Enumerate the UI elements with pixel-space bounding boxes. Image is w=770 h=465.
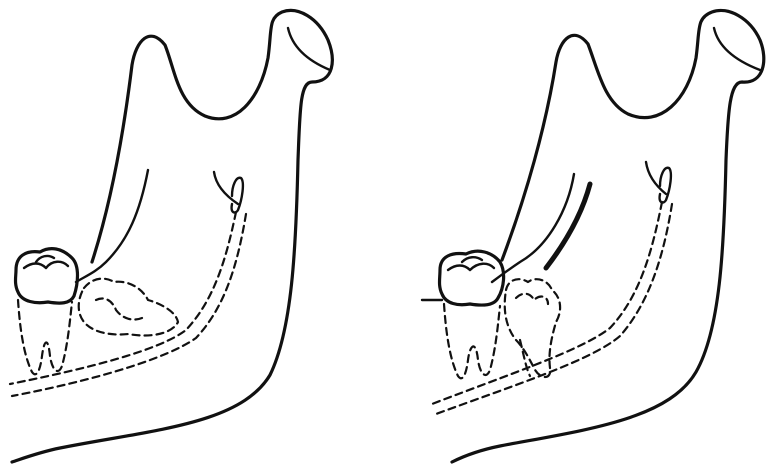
- left-canal-upper: [10, 212, 236, 384]
- left-panel: [10, 10, 332, 462]
- right-foramen: [660, 168, 671, 203]
- right-anterior-ridge: [492, 174, 574, 282]
- right-molar-cusps: [448, 264, 494, 270]
- right-lingula: [646, 162, 666, 194]
- right-canal-lower: [436, 204, 672, 414]
- left-second-molar: [16, 249, 78, 375]
- right-panel: [422, 10, 764, 462]
- right-molar-crown: [440, 251, 504, 305]
- left-impacted-third-molar: [79, 279, 178, 336]
- left-molar-roots: [18, 300, 72, 374]
- left-mandible-outline: [12, 10, 332, 462]
- left-molar-fissure: [36, 256, 54, 262]
- left-foramen: [232, 178, 243, 213]
- right-impacted-detail: [516, 294, 548, 304]
- left-molar-cusps: [24, 262, 68, 268]
- right-molar-fissure: [462, 257, 482, 262]
- right-molar-roots: [444, 304, 500, 378]
- right-mandible-outline: [452, 10, 764, 462]
- left-lingula: [214, 172, 238, 204]
- right-impacted-third-molar: [505, 279, 560, 377]
- right-impacted-root: [520, 340, 530, 376]
- left-impacted-detail: [96, 298, 142, 319]
- right-second-molar: [422, 251, 504, 378]
- left-canal-lower: [12, 214, 246, 396]
- right-condyle-detail: [714, 28, 760, 70]
